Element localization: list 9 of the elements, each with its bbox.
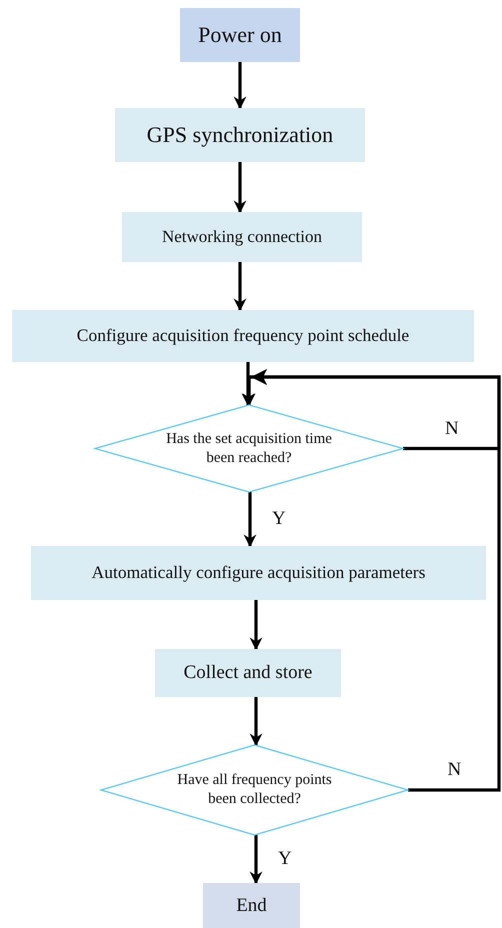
process-box: Networking connection bbox=[122, 212, 362, 262]
terminal-box: End bbox=[203, 883, 300, 928]
decision-diamond: Have all frequency points been collected? bbox=[101, 745, 408, 835]
process-box: Collect and store bbox=[155, 649, 341, 697]
decision-diamond: Has the set acquisition time been reached? bbox=[95, 405, 403, 492]
process-box: Configure acquisition frequency point schedule bbox=[12, 310, 474, 362]
process-box: GPS synchronization bbox=[115, 108, 365, 162]
process-box: Automatically configure acquisition parameters bbox=[31, 546, 486, 600]
terminal-box: Power on bbox=[180, 8, 300, 62]
